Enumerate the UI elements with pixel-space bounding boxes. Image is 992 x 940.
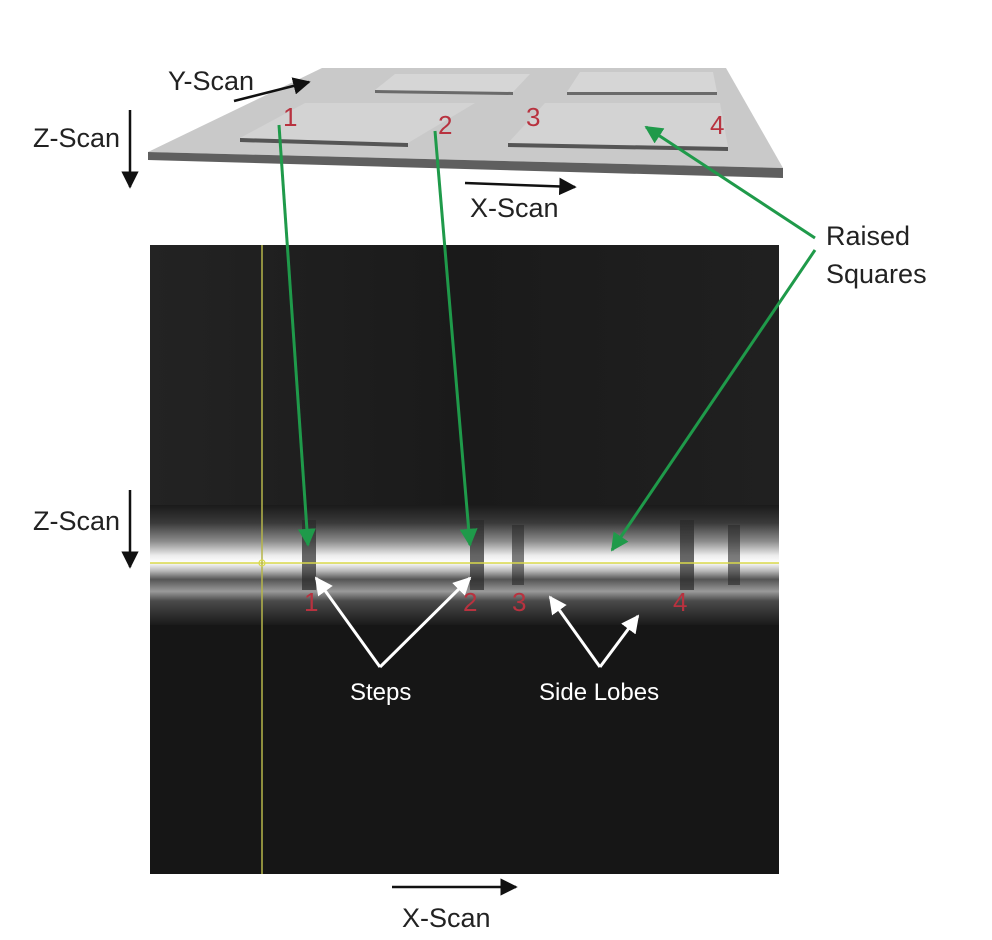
raised-square-1-2-edge bbox=[240, 138, 408, 147]
steps-arrow-left bbox=[314, 576, 382, 668]
green-arrow-raised-bottom bbox=[610, 249, 817, 552]
plate-front-edge bbox=[148, 152, 783, 178]
step-notch-3 bbox=[512, 525, 524, 585]
y-scan-arrow bbox=[233, 77, 311, 103]
steps-arrow-right bbox=[378, 576, 472, 669]
scan-number-1: 1 bbox=[304, 587, 318, 617]
scan-surface-band bbox=[150, 505, 779, 625]
scan-number-4: 4 bbox=[673, 587, 687, 617]
x-scan-bottom-label: X-Scan bbox=[402, 903, 491, 933]
side-lobes-arrow-right bbox=[598, 614, 640, 668]
top-number-4: 4 bbox=[710, 110, 724, 140]
top-number-2: 2 bbox=[438, 110, 452, 140]
raised-squares-label-line2: Squares bbox=[826, 259, 927, 289]
green-arrow-1 bbox=[277, 124, 316, 547]
step-notch-4 bbox=[680, 520, 694, 590]
green-arrow-raised-top bbox=[644, 125, 816, 240]
scan-cursor-marker bbox=[258, 559, 266, 567]
z-scan-bottom-label: Z-Scan bbox=[33, 506, 120, 536]
x-scan-top-label: X-Scan bbox=[470, 193, 559, 223]
side-lobes-label: Side Lobes bbox=[539, 679, 659, 706]
scan-number-2: 2 bbox=[463, 587, 477, 617]
scan-number-3: 3 bbox=[512, 587, 526, 617]
raised-squares-label-line1: Raised bbox=[826, 221, 910, 251]
raised-square-back-right bbox=[567, 72, 717, 92]
step-notch-1 bbox=[302, 520, 316, 590]
raised-square-3-4-edge bbox=[508, 143, 728, 151]
side-lobes-arrow-left bbox=[548, 595, 602, 668]
x-scan-top-arrow bbox=[464, 177, 577, 196]
raised-square-1-2 bbox=[240, 103, 475, 143]
raised-square-back-left-edge bbox=[375, 90, 513, 95]
step-notch-2 bbox=[470, 520, 484, 590]
y-scan-label: Y-Scan bbox=[168, 66, 254, 96]
raised-square-back-right-edge bbox=[567, 92, 717, 95]
steps-label: Steps bbox=[350, 679, 411, 706]
raised-square-3-4 bbox=[508, 103, 728, 147]
top-number-3: 3 bbox=[526, 102, 540, 132]
scan-dark-lower bbox=[150, 620, 779, 874]
step-notch-5 bbox=[728, 525, 740, 585]
z-scan-top-label: Z-Scan bbox=[33, 123, 120, 153]
scan-image: 1 2 3 4 Steps Side Lobes bbox=[150, 245, 779, 874]
green-arrow-2 bbox=[433, 130, 478, 547]
green-arrows bbox=[277, 124, 817, 552]
raised-square-back-left bbox=[375, 74, 530, 92]
top-number-1: 1 bbox=[283, 102, 297, 132]
